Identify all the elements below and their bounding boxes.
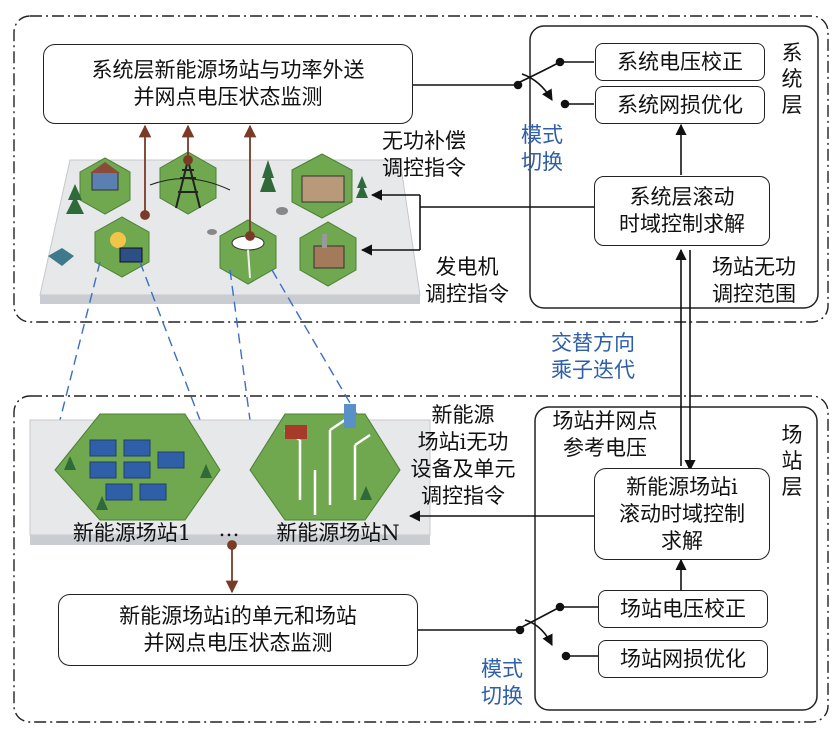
system-control-panel <box>529 25 819 309</box>
station-n-label: 新能源场站N <box>276 521 400 545</box>
station-rolling-solve-box: 新能源场站i 滚动时域控制 求解 <box>594 468 770 560</box>
station-1-label: 新能源场站1 <box>72 521 192 545</box>
station-loss-optimization-box: 场站网损优化 <box>598 640 768 678</box>
system-map-illustration <box>39 151 421 304</box>
generator-command-label: 发电机 调控指令 <box>425 255 509 306</box>
station-voltage-correction-box: 场站电压校正 <box>598 590 768 628</box>
station-map-illustration <box>29 404 431 545</box>
station-monitor-box: 新能源场站i的单元和场站 并网点电压状态监测 <box>58 594 418 666</box>
system-voltage-correction-box: 系统电压校正 <box>595 43 765 81</box>
station-reference-voltage-label: 场站并网点 参考电压 <box>552 409 658 460</box>
station-layer-frame <box>13 395 829 723</box>
station-layer-label: 场 站 层 <box>781 423 803 499</box>
system-loss-optimization-box: 系统网损优化 <box>595 86 765 124</box>
ellipsis-label: … <box>218 517 240 541</box>
system-layer-frame <box>13 15 829 323</box>
system-layer-label: 系 统 层 <box>781 41 803 117</box>
system-mode-switch-label: 模式 切换 <box>521 123 563 174</box>
station-control-panel <box>534 406 818 711</box>
station-reactive-range-label: 场站无功 调控范围 <box>712 255 796 306</box>
admm-iteration-label: 交替方向 乘子迭代 <box>551 331 635 382</box>
station-mode-switch-label: 模式 切换 <box>481 657 523 708</box>
system-rolling-solve-box: 系统层滚动 时域控制求解 <box>594 176 770 246</box>
reactive-compensation-command-label: 无功补偿 调控指令 <box>382 129 466 180</box>
station-device-command-label: 新能源 场站i无功 设备及单元 调控指令 <box>410 403 516 508</box>
system-monitor-box: 系统层新能源场站与功率外送 并网点电压状态监测 <box>43 44 413 124</box>
